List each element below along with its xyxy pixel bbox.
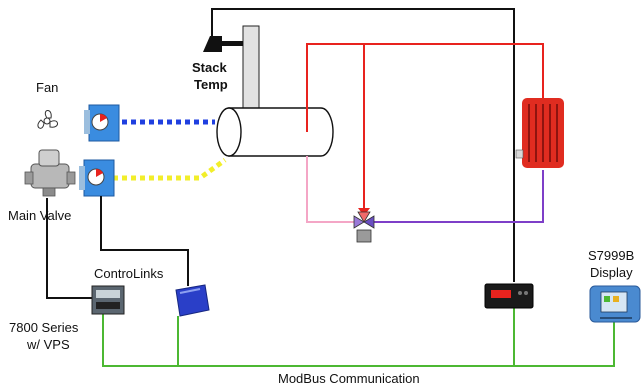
stack-temp-label-line2: Temp [194,77,228,92]
series-label-line2: w/ VPS [27,337,70,352]
controller-icon [484,283,534,309]
supply-pipe [306,43,544,132]
fan-label: Fan [36,80,59,95]
display-icon [589,285,641,323]
three-way-valve-icon [353,211,375,243]
stack-temp-label-line1: Stack [192,60,227,75]
valve-controlinks-wire [100,196,189,286]
gas-valve-icon [24,149,76,197]
modbus-label: ModBus Communication [278,371,420,386]
bypass-pipe [306,156,356,223]
relay-module-icon [91,285,125,315]
boiler-icon [216,107,334,157]
display-label-line2: Display [590,265,633,280]
fan-actuator-icon [84,104,120,142]
return-pipe [373,170,544,223]
radiator-icon [515,98,564,168]
stack-temp-wire [211,8,515,282]
stack [242,25,260,113]
valve-relay-wire [46,198,92,299]
controlinks-module-icon [175,284,210,317]
controlinks-label: ControLinks [94,266,164,281]
valve-actuator-icon [79,159,115,197]
fuel-flow-line [113,157,227,181]
main-valve-label: Main Valve [8,208,72,223]
stack-temp-sensor-icon [203,36,222,52]
series-label-line1: 7800 Series [9,320,79,335]
fan-icon [37,110,58,129]
modbus-line [102,310,615,367]
display-label-line1: S7999B [588,248,635,263]
